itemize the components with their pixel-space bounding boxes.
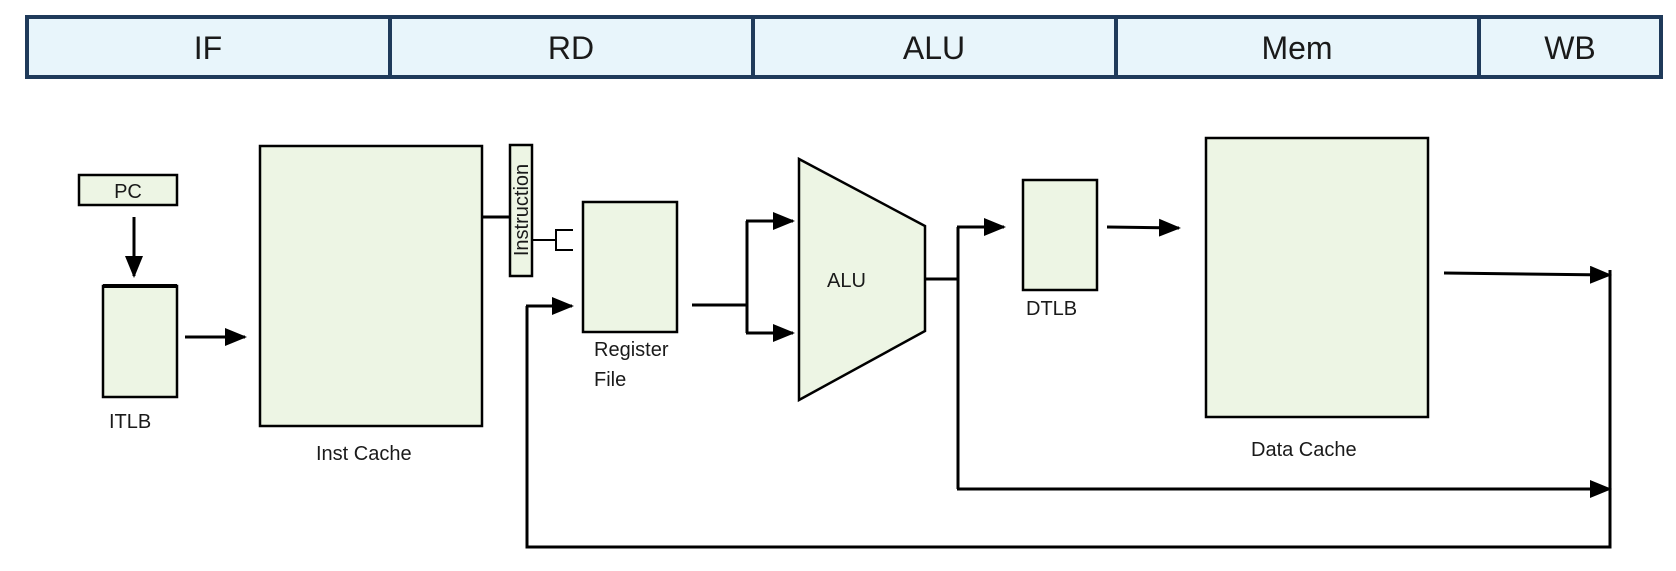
data-cache-label: Data Cache: [1251, 439, 1357, 461]
stage-IF-label: IF: [194, 30, 222, 66]
data-cache-to-wb-arrow: [1443, 265, 1612, 284]
dtlb-to-data-cache-arrow: [1106, 218, 1181, 237]
pc-register: [77, 173, 179, 207]
regfile-to-alu-fork: [692, 221, 749, 333]
itlb-block: [101, 284, 179, 399]
register-file-label-line1: Register: [594, 339, 669, 361]
stage-IF-box: [25, 15, 392, 79]
stage-ALU-box: [751, 15, 1118, 79]
inst-cache-label: Inst Cache: [316, 443, 412, 465]
instruction-label: Instruction: [511, 164, 533, 256]
dtlb-label: DTLB: [1026, 298, 1077, 320]
stage-ALU-label: ALU: [903, 30, 965, 66]
writeback-feedback-path: [525, 270, 1612, 549]
register-port-bracket: [532, 229, 573, 251]
alu-unit: [797, 156, 927, 403]
stage-WB-box: [1477, 15, 1663, 79]
itlb-label: ITLB: [109, 411, 151, 433]
inst-cache-block: [258, 144, 484, 428]
stage-RD-box: [388, 15, 755, 79]
stage-header: IF RD ALU Mem WB: [25, 15, 1663, 79]
register-file-label-line2: File: [594, 369, 626, 391]
data-cache-block: [1204, 136, 1430, 419]
stage-Mem-label: Mem: [1261, 30, 1332, 66]
alu-output-wire: [925, 227, 960, 489]
alu-label: ALU: [827, 270, 866, 292]
instruction-register: [508, 143, 534, 278]
dtlb-block: [1021, 178, 1099, 292]
stage-WB-label: WB: [1544, 30, 1596, 66]
stage-RD-label: RD: [548, 30, 594, 66]
register-file-block: [581, 200, 679, 334]
pc-label: PC: [114, 181, 142, 203]
